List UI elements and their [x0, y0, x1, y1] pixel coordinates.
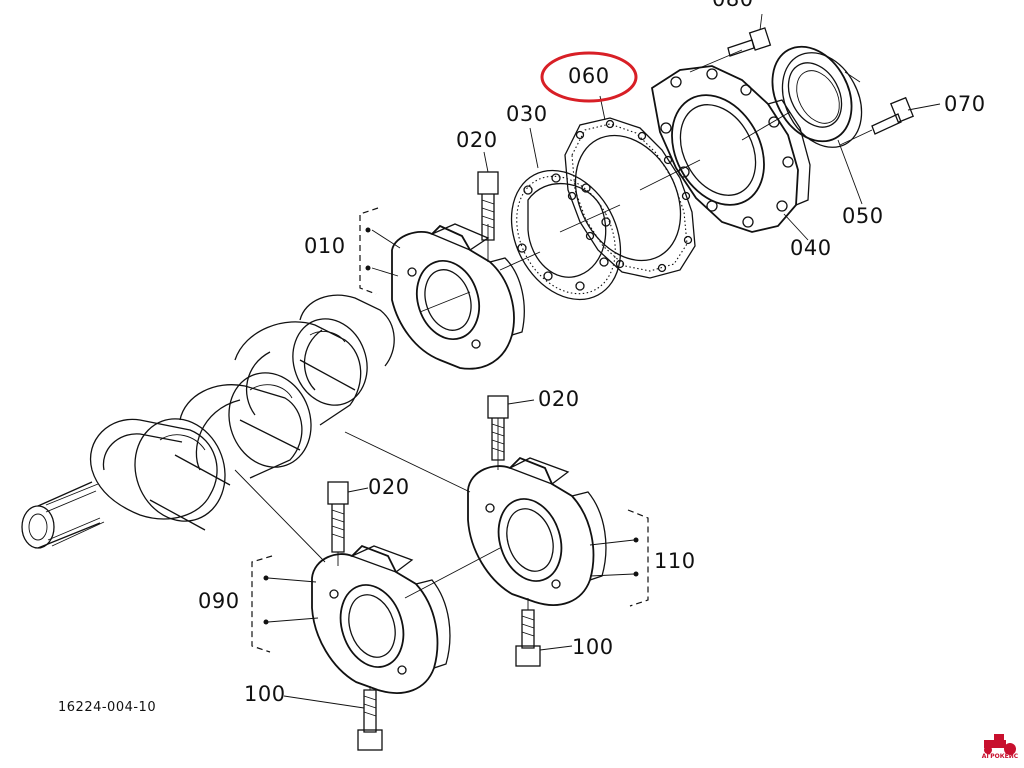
- callout-090: 090: [198, 589, 240, 613]
- callout-070: 070: [944, 92, 986, 116]
- leader-lines: [267, 13, 941, 709]
- group-bracket-110: [627, 509, 649, 607]
- part-050-oil-seal: [771, 45, 863, 148]
- assembly-lines: [234, 49, 873, 690]
- watermark: АГРОКЕЙС: [978, 740, 1022, 764]
- bolt-020-low: [327, 481, 349, 553]
- bolt-100-left: [357, 689, 383, 751]
- callout-060: 060: [568, 64, 610, 88]
- drawing-code: 16224-004-10: [58, 700, 157, 715]
- callout-050: 050: [842, 204, 884, 228]
- group-bracket-090: [251, 555, 273, 653]
- bolt-080: [727, 27, 772, 57]
- watermark-tractor-icon: [984, 734, 1016, 755]
- watermark-text: АГРОКЕЙС: [981, 753, 1019, 760]
- callout-080: 080: [712, 0, 754, 10]
- callout-020: 020: [368, 475, 410, 499]
- crankshaft: [21, 294, 395, 549]
- part-090-bearing-housing: [311, 544, 451, 694]
- callout-010: 010: [304, 234, 346, 258]
- part-110-bearing-housing: [467, 456, 607, 606]
- callout-060-highlight: [540, 51, 638, 103]
- callout-030: 030: [506, 102, 548, 126]
- callout-100: 100: [244, 682, 286, 706]
- callout-110: 110: [654, 549, 696, 573]
- callout-040: 040: [790, 236, 832, 260]
- callout-020: 020: [456, 128, 498, 152]
- bolt-100-right: [515, 609, 541, 667]
- part-030-gasket: [510, 169, 622, 301]
- callout-020: 020: [538, 387, 580, 411]
- bolt-070: [871, 96, 915, 135]
- callout-100: 100: [572, 635, 614, 659]
- group-bracket-010: [359, 207, 379, 295]
- part-060-gasket: [564, 117, 696, 279]
- part-040-housing: [651, 65, 811, 233]
